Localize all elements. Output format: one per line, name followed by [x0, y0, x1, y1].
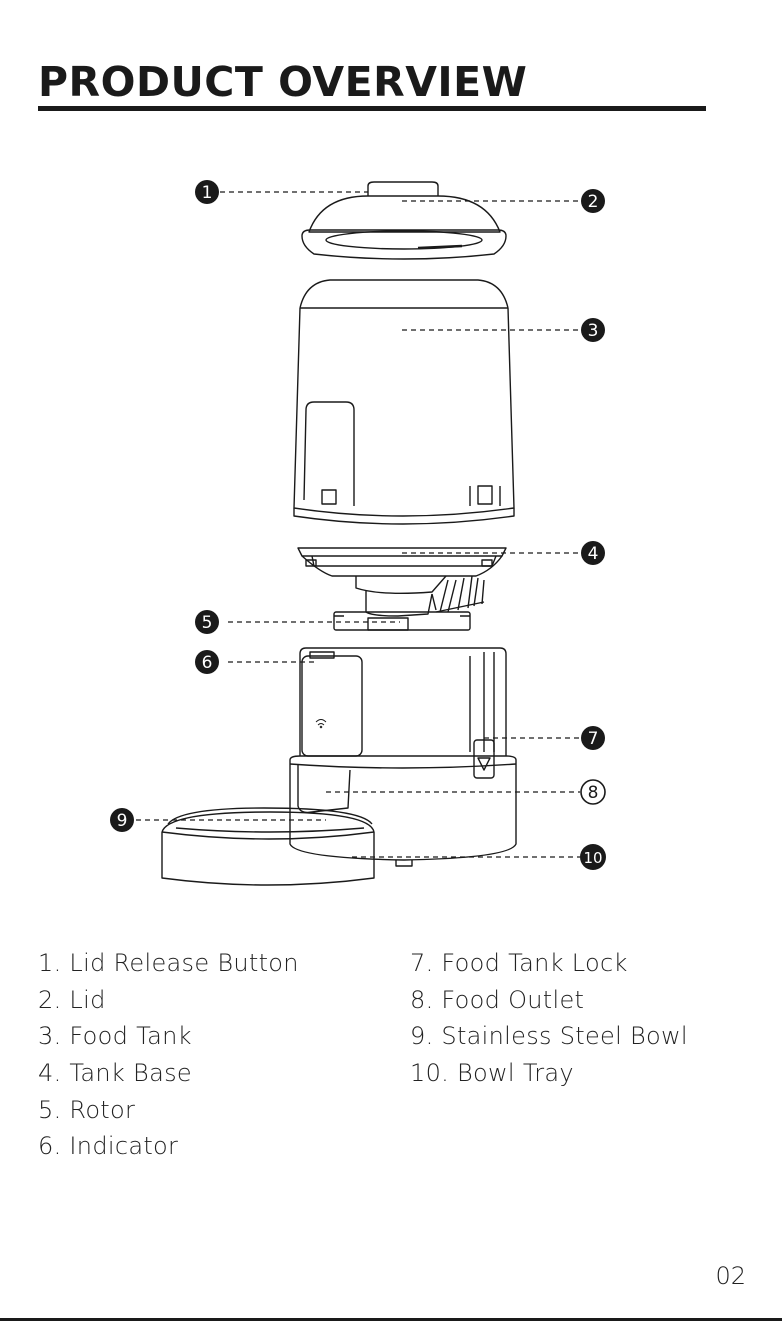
svg-text:6: 6	[202, 653, 213, 673]
food-tank-drawing	[294, 280, 514, 524]
callout-1: 1	[195, 180, 219, 204]
lid-drawing	[302, 182, 506, 259]
rotor-drawing	[334, 612, 470, 630]
legend-item: 8. Food Outlet	[410, 982, 688, 1019]
svg-text:9: 9	[117, 811, 128, 831]
legend-item: 7. Food Tank Lock	[410, 945, 688, 982]
main-body-drawing	[290, 648, 516, 866]
lid-release-button-shape	[368, 182, 438, 196]
callout-6: 6	[195, 650, 219, 674]
legend-item: 5. Rotor	[38, 1092, 299, 1129]
svg-text:8: 8	[588, 783, 599, 803]
product-exploded-diagram: 1 2 3 4 5 6 7 8	[0, 0, 782, 940]
legend-item: 10. Bowl Tray	[410, 1055, 688, 1092]
svg-text:4: 4	[588, 544, 599, 564]
callout-7: 7	[581, 726, 605, 750]
callout-3: 3	[581, 318, 605, 342]
legend-item: 4. Tank Base	[38, 1055, 299, 1092]
callout-2: 2	[581, 189, 605, 213]
callout-badges: 1 2 3 4 5 6 7 8	[110, 180, 606, 870]
parts-legend-left: 1. Lid Release Button 2. Lid 3. Food Tan…	[38, 945, 299, 1165]
callout-5: 5	[195, 610, 219, 634]
callout-10: 10	[580, 844, 606, 870]
legend-item: 2. Lid	[38, 982, 299, 1019]
callout-8: 8	[581, 780, 605, 804]
svg-text:1: 1	[202, 183, 213, 203]
callout-9: 9	[110, 808, 134, 832]
legend-item: 9. Stainless Steel Bowl	[410, 1018, 688, 1055]
parts-legend-right: 7. Food Tank Lock 8. Food Outlet 9. Stai…	[410, 945, 688, 1092]
callout-4: 4	[581, 541, 605, 565]
svg-text:2: 2	[588, 192, 599, 212]
svg-text:7: 7	[588, 729, 599, 749]
wifi-icon	[316, 720, 326, 728]
legend-item: 1. Lid Release Button	[38, 945, 299, 982]
legend-item: 6. Indicator	[38, 1128, 299, 1165]
svg-text:5: 5	[202, 613, 213, 633]
page-number: 02	[715, 1262, 746, 1290]
legend-item: 3. Food Tank	[38, 1018, 299, 1055]
svg-text:10: 10	[583, 849, 602, 867]
tank-base-drawing	[298, 548, 506, 616]
svg-text:3: 3	[588, 321, 599, 341]
